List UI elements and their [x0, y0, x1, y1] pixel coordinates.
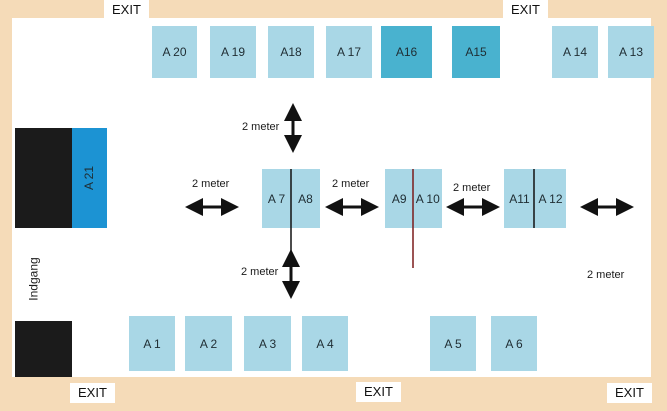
booth-pair-a11-a12[interactable]: A11 A 12 — [504, 169, 566, 228]
booth-label: A18 — [280, 45, 302, 59]
booth-label: A 4 — [316, 336, 334, 351]
booth-label: A 6 — [505, 336, 523, 351]
booth-a13[interactable]: A 13 — [608, 26, 654, 78]
distance-label-left: 2 meter — [192, 178, 230, 190]
booth-label: A 17 — [336, 45, 362, 59]
booth-a17[interactable]: A 17 — [326, 26, 372, 78]
distance-label-top: 2 meter — [242, 121, 280, 133]
exit-bottom-left: EXIT — [70, 383, 115, 403]
booth-label: A 1 — [143, 336, 161, 351]
booth-label: A15 — [465, 45, 487, 59]
booth-a3[interactable]: A 3 — [244, 316, 291, 371]
booth-a9-label: A9 — [391, 191, 407, 206]
booth-label: A 20 — [162, 45, 187, 59]
booth-label: A16 — [395, 45, 418, 59]
black-block-upper — [15, 128, 72, 228]
booth-label: A 19 — [220, 45, 246, 59]
black-block-lower — [15, 321, 72, 377]
booth-a1[interactable]: A 1 — [129, 316, 175, 371]
booth-a8-label: A8 — [298, 191, 313, 206]
booth-label: A 13 — [618, 45, 644, 59]
booth-a15[interactable]: A15 — [452, 26, 500, 78]
booth-a2[interactable]: A 2 — [185, 316, 232, 371]
booth-label: A 2 — [199, 336, 218, 351]
booth-a20[interactable]: A 20 — [152, 26, 197, 78]
exit-top-left: EXIT — [104, 0, 149, 20]
booth-a11-label: A11 — [509, 191, 530, 206]
booth-a18[interactable]: A18 — [268, 26, 314, 78]
booth-label: A 5 — [444, 336, 462, 351]
distance-label-far-right: 2 meter — [587, 269, 625, 281]
distance-label-right: 2 meter — [453, 182, 491, 194]
booth-a19[interactable]: A 19 — [210, 26, 256, 78]
booth-a21[interactable]: A 21 — [72, 128, 107, 228]
booth-label: A 14 — [562, 45, 588, 59]
booth-a5[interactable]: A 5 — [430, 316, 476, 371]
booth-a16[interactable]: A16 — [381, 26, 432, 78]
distance-label-bottom: 2 meter — [241, 266, 279, 278]
booth-a6[interactable]: A 6 — [491, 316, 537, 371]
exit-bottom-right: EXIT — [607, 383, 652, 403]
distance-label-middle: 2 meter — [332, 178, 370, 190]
booth-a4[interactable]: A 4 — [302, 316, 348, 371]
booth-label: A 3 — [258, 336, 277, 351]
booth-a12-label: A 12 — [538, 191, 563, 206]
booth-a14[interactable]: A 14 — [552, 26, 598, 78]
exit-top-right: EXIT — [503, 0, 548, 20]
booth-a7-label: A 7 — [267, 191, 286, 206]
booth-a10-label: A 10 — [415, 191, 440, 206]
exit-bottom-middle: EXIT — [356, 382, 401, 402]
